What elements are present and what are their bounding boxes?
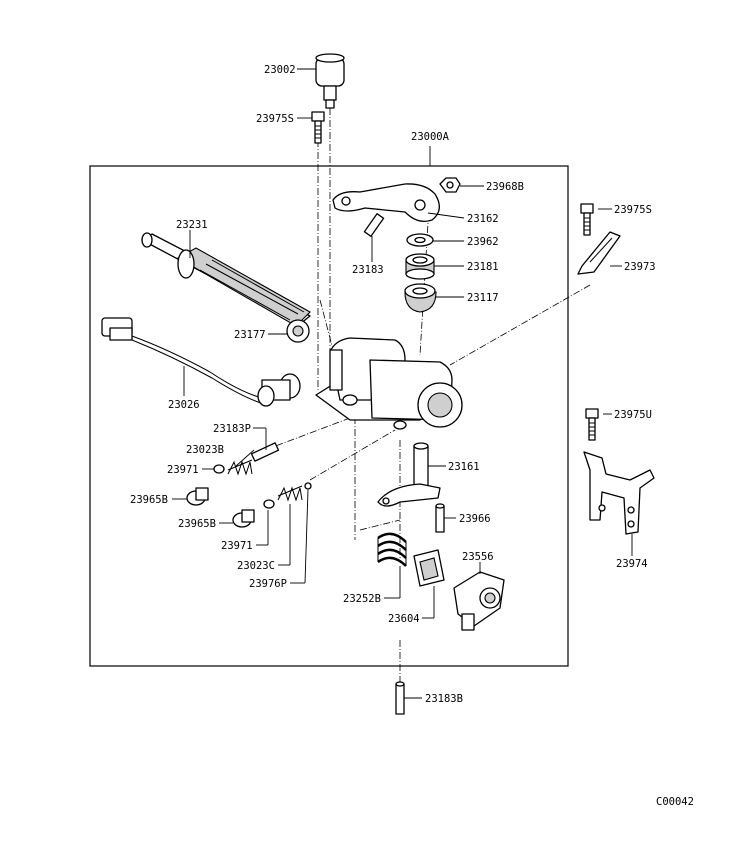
part-23965B-plug-a: [186, 487, 209, 506]
part-23976P-ball: [304, 482, 312, 490]
label-23117: 23117: [467, 292, 499, 304]
part-23117-boot: [404, 283, 437, 313]
part-23161-arm: [377, 442, 441, 507]
label-23973: 23973: [624, 261, 656, 273]
part-23231-shaft: [141, 232, 311, 327]
part-23183P-pin: [250, 442, 280, 462]
label-23183B: 23183B: [425, 693, 463, 705]
part-23181-seal: [405, 253, 435, 280]
label-23971-a: 23971: [167, 464, 199, 476]
part-23973-clip: [577, 231, 621, 275]
label-23965B-b: 23965B: [178, 518, 216, 530]
label-23604: 23604: [388, 613, 420, 625]
part-23968B-nut: [439, 177, 461, 193]
part-23252B-spring: [377, 532, 407, 567]
part-23965B-plug-b: [232, 509, 255, 528]
label-23556: 23556: [462, 551, 494, 563]
label-23968B: 23968B: [486, 181, 524, 193]
label-23974: 23974: [616, 558, 648, 570]
part-23177-bushing: [286, 319, 310, 343]
part-23974-bracket: [583, 451, 655, 535]
label-23976P: 23976P: [249, 578, 287, 590]
part-23971-oring-b: [263, 499, 275, 509]
label-23975U: 23975U: [614, 409, 652, 421]
assembly-label: 23000A: [411, 131, 450, 143]
label-23002: 23002: [264, 64, 296, 76]
label-23023C: 23023C: [237, 560, 275, 572]
label-23971-b: 23971: [221, 540, 253, 552]
label-23231: 23231: [176, 219, 208, 231]
part-23023C-spring: [277, 485, 303, 502]
label-23965B-a: 23965B: [130, 494, 168, 506]
part-23975U-bolt: [585, 408, 599, 441]
part-23962-washer: [406, 233, 434, 247]
footer-code: C00042: [656, 796, 694, 808]
part-23002-knob: [315, 53, 345, 109]
label-23975S-right: 23975S: [614, 204, 652, 216]
label-23962: 23962: [467, 236, 499, 248]
part-23000A-housing: [315, 337, 463, 430]
part-23971-oring-a: [213, 464, 225, 474]
part-23975S-top-bolt: [311, 111, 325, 144]
part-23183B-pin: [395, 681, 405, 715]
part-23556-connector: [453, 571, 505, 631]
part-23162-lever: [332, 183, 440, 223]
label-23183: 23183: [352, 264, 384, 276]
label-23023B: 23023B: [186, 444, 224, 456]
label-23966: 23966: [459, 513, 491, 525]
assembly-frame: [89, 165, 569, 667]
label-23975S-top: 23975S: [256, 113, 294, 125]
label-23177: 23177: [234, 329, 266, 341]
part-23026-sensor: [101, 317, 301, 407]
part-labels: 23002 23975S 23000A 23968B 23162 23962 2…: [130, 64, 694, 808]
part-23966-pin: [435, 503, 445, 533]
label-23161: 23161: [448, 461, 480, 473]
part-23975S-right-bolt: [580, 203, 594, 236]
leader-lines: [172, 68, 633, 699]
part-23604-gasket: [413, 549, 445, 587]
label-23252B: 23252B: [343, 593, 381, 605]
part-23023B-spring: [227, 459, 253, 476]
label-23181: 23181: [467, 261, 499, 273]
label-23026: 23026: [168, 399, 200, 411]
label-23162: 23162: [467, 213, 499, 225]
part-23183-pin: [363, 213, 385, 237]
label-23183P: 23183P: [213, 423, 251, 435]
